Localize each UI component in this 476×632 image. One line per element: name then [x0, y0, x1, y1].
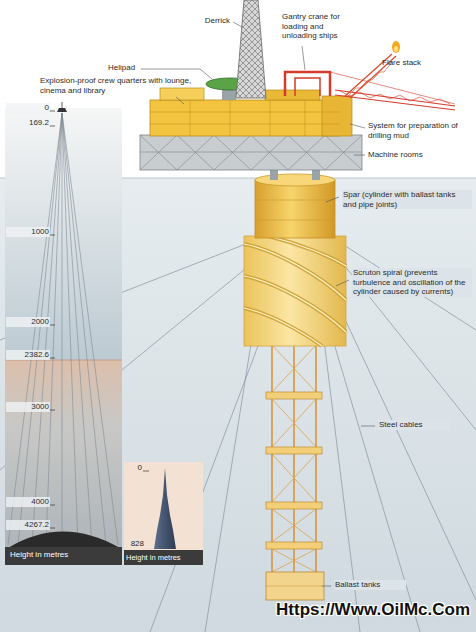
depth-value: 4000 [6, 497, 50, 507]
part-label: Explosion-proof crew quarters with loung… [40, 76, 200, 95]
part-label: Scruton spiral (prevents turbulence and … [352, 268, 472, 297]
depth-value: 1000 [6, 227, 50, 237]
depth-value: 3000 [6, 402, 50, 412]
part-label: Spar (cylinder with ballast tanks and pi… [342, 190, 472, 209]
depth-value: 4267.2 [6, 520, 50, 530]
part-label: Derrick [180, 16, 230, 26]
part-label: Steel cables [378, 420, 450, 430]
part-label: Flare stack [382, 58, 452, 68]
part-label: Ballast tanks [334, 580, 406, 590]
height-value: 828 [124, 539, 144, 549]
height-value: 0 [126, 463, 142, 473]
part-label: Machine rooms [368, 150, 468, 160]
part-label: Helipad [108, 63, 148, 73]
part-label: System for preparation of drilling mud [368, 121, 468, 140]
watermark: Https://Www.OilMc.Com [236, 601, 470, 620]
depth-value: 0 [6, 103, 50, 113]
part-label: Gantry crane for loading and unloading s… [282, 12, 358, 41]
depth-value: 169.2 [6, 118, 50, 128]
depth-value: 2382.6 [6, 350, 50, 360]
axis-title: Height in metres [10, 550, 118, 560]
depth-value: 2000 [6, 317, 50, 327]
axis-title: Height in metres [126, 553, 202, 562]
